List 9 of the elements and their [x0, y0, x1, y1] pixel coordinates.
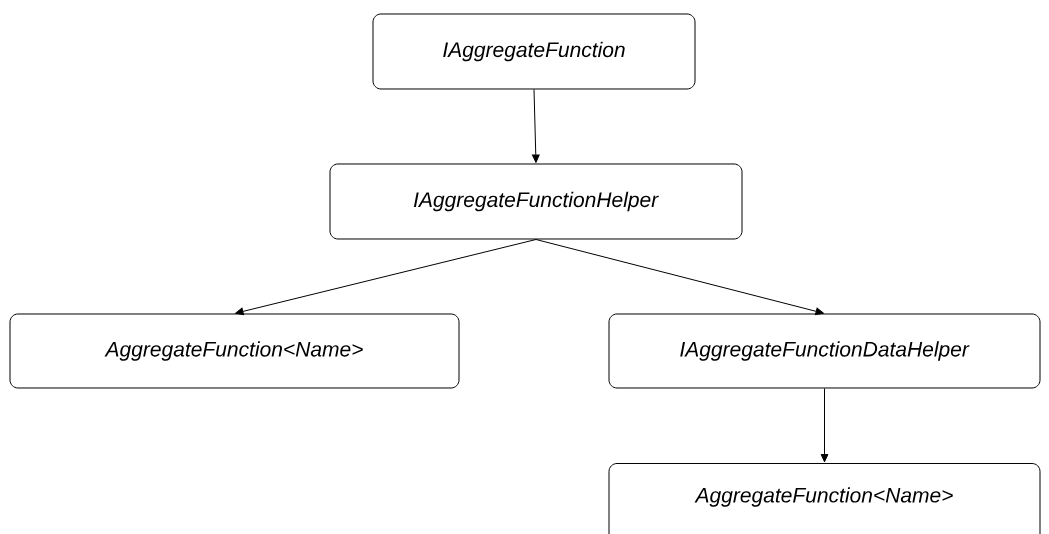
class-box: IAggregateFunctionDataHelper [608, 313, 1041, 389]
arrow [820, 388, 829, 463]
class-box: IAggregateFunctionHelper [329, 163, 743, 240]
arrow [535, 239, 824, 316]
class-box: AggregateFunction<Name> [9, 313, 460, 389]
arrow [531, 89, 540, 163]
arrow [235, 239, 537, 316]
class-box: AggregateFunction<Name> [608, 463, 1041, 534]
class-box: IAggregateFunction [372, 13, 696, 90]
